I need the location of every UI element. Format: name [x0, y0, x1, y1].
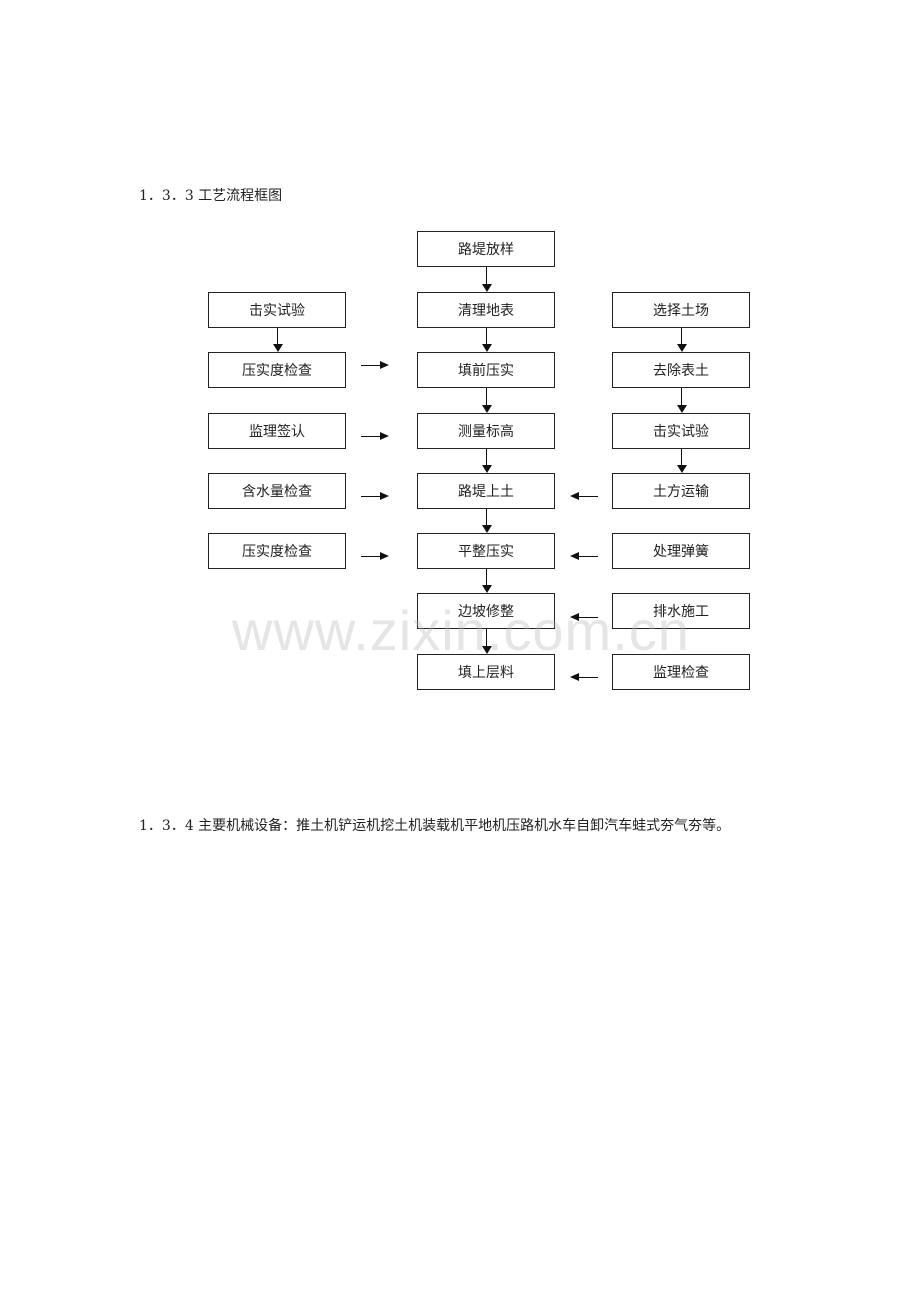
- arrow-down-icon: [677, 344, 687, 352]
- connector-line: [578, 496, 598, 497]
- arrow-right-icon: [380, 361, 389, 369]
- connector-line: [361, 436, 381, 437]
- arrow-down-icon: [482, 646, 492, 654]
- connector-line: [486, 629, 487, 646]
- connector-line: [681, 388, 682, 405]
- flow-box-center-1: 路堤放样: [417, 231, 555, 267]
- flow-box-center-2: 清理地表: [417, 292, 555, 328]
- arrow-left-icon: [570, 492, 579, 500]
- arrow-down-icon: [482, 405, 492, 413]
- arrow-down-icon: [273, 344, 283, 352]
- connector-line: [486, 328, 487, 344]
- connector-line: [486, 449, 487, 465]
- flow-box-right-2: 去除表土: [612, 352, 750, 388]
- flow-box-right-3: 击实试验: [612, 413, 750, 449]
- flow-box-left-2: 压实度检查: [208, 352, 346, 388]
- connector-line: [277, 328, 278, 344]
- flow-box-center-6: 平整压实: [417, 533, 555, 569]
- arrow-right-icon: [380, 432, 389, 440]
- arrow-left-icon: [570, 552, 579, 560]
- flow-box-left-1: 击实试验: [208, 292, 346, 328]
- flow-box-center-7: 边坡修整: [417, 593, 555, 629]
- arrow-down-icon: [482, 284, 492, 292]
- connector-line: [486, 569, 487, 585]
- arrow-left-icon: [570, 613, 579, 621]
- section-heading-process-flowchart: 1．3．3 工艺流程框图: [139, 188, 283, 204]
- arrow-down-icon: [482, 585, 492, 593]
- arrow-left-icon: [570, 673, 579, 681]
- flow-box-right-4: 土方运输: [612, 473, 750, 509]
- arrow-right-icon: [380, 552, 389, 560]
- flow-box-center-3: 填前压实: [417, 352, 555, 388]
- flow-box-right-1: 选择土场: [612, 292, 750, 328]
- flow-box-right-5: 处理弹簧: [612, 533, 750, 569]
- flow-box-left-5: 压实度检查: [208, 533, 346, 569]
- connector-line: [578, 617, 598, 618]
- connector-line: [578, 556, 598, 557]
- arrow-down-icon: [482, 465, 492, 473]
- arrow-right-icon: [380, 492, 389, 500]
- arrow-down-icon: [482, 525, 492, 533]
- flow-box-right-6: 排水施工: [612, 593, 750, 629]
- flow-box-left-4: 含水量检查: [208, 473, 346, 509]
- flow-box-left-3: 监理签认: [208, 413, 346, 449]
- arrow-down-icon: [677, 405, 687, 413]
- connector-line: [361, 365, 381, 366]
- flow-box-right-7: 监理检查: [612, 654, 750, 690]
- connector-line: [486, 509, 487, 525]
- connector-line: [681, 449, 682, 465]
- connector-line: [361, 496, 381, 497]
- arrow-down-icon: [677, 465, 687, 473]
- connector-line: [361, 556, 381, 557]
- connector-line: [486, 388, 487, 405]
- flow-box-center-5: 路堤上土: [417, 473, 555, 509]
- connector-line: [681, 328, 682, 344]
- section-paragraph-main-equipment: 1．3．4 主要机械设备：推土机铲运机挖土机装载机平地机压路机水车自卸汽车蛙式夯…: [139, 818, 731, 834]
- connector-line: [578, 677, 598, 678]
- flow-box-center-4: 测量标高: [417, 413, 555, 449]
- flow-box-center-8: 填上层料: [417, 654, 555, 690]
- arrow-down-icon: [482, 344, 492, 352]
- connector-line: [486, 267, 487, 284]
